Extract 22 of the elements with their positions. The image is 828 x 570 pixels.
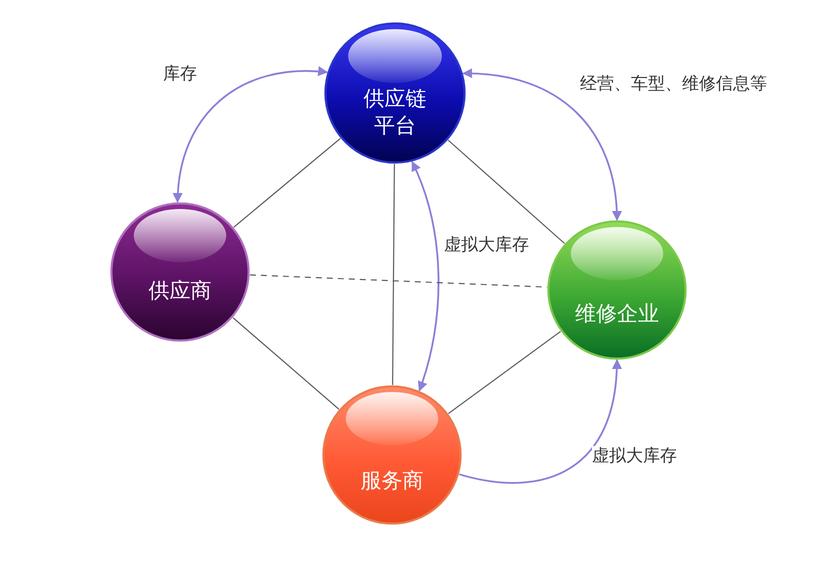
node-label: 服务商 <box>360 467 424 494</box>
arrow <box>459 359 622 484</box>
connector-line <box>448 140 565 244</box>
dashed-line <box>250 274 548 288</box>
double-arrow <box>411 160 440 392</box>
sphere-node <box>322 385 462 525</box>
edge-label: 虚拟大库存 <box>444 235 529 256</box>
node-label: 供应商 <box>148 277 212 304</box>
edge-label: 虚拟大库存 <box>592 446 677 466</box>
connector-line <box>448 330 561 414</box>
sphere-node <box>110 202 250 342</box>
node-label: 供应链平台 <box>362 86 428 140</box>
node-label: 维修企业 <box>574 300 660 328</box>
connector-line <box>392 164 395 385</box>
double-arrow <box>173 66 328 203</box>
connector-line <box>233 138 341 228</box>
edge-label: 库存 <box>163 64 197 84</box>
sphere-node <box>547 220 687 360</box>
connector-line <box>232 317 340 410</box>
double-arrow <box>462 68 622 221</box>
sphere-node <box>324 22 466 164</box>
edge-label: 经营、车型、维修信息等 <box>580 74 767 94</box>
